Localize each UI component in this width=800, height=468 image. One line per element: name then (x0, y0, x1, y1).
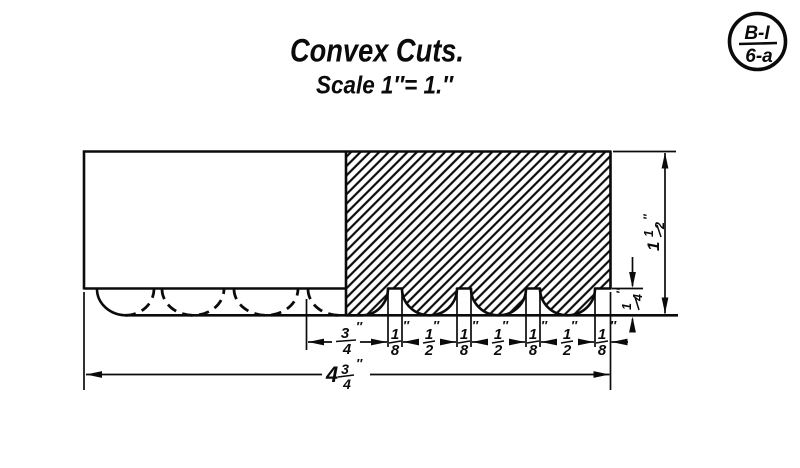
svg-text:1: 1 (563, 326, 571, 343)
svg-text:Convex Cuts.: Convex Cuts. (290, 33, 464, 69)
svg-text:″: ″ (614, 287, 628, 294)
svg-text:″: ″ (502, 318, 509, 333)
svg-text:″: ″ (356, 319, 363, 334)
svg-text:3: 3 (341, 325, 350, 342)
svg-text:6-a: 6-a (745, 46, 773, 67)
svg-text:″: ″ (641, 213, 655, 220)
svg-text:″: ″ (610, 318, 617, 333)
svg-text:″: ″ (356, 356, 363, 371)
svg-text:Scale 1″= 1.″: Scale 1″= 1.″ (316, 72, 454, 100)
svg-text:1: 1 (644, 242, 663, 251)
svg-text:4: 4 (631, 294, 645, 302)
svg-text:″: ″ (403, 318, 410, 333)
svg-text:B-I: B-I (744, 23, 770, 44)
svg-text:1: 1 (391, 326, 399, 343)
svg-text:2: 2 (424, 342, 434, 359)
svg-text:1: 1 (620, 303, 634, 310)
svg-text:4: 4 (325, 362, 338, 387)
svg-text:3: 3 (341, 361, 349, 377)
svg-text:″: ″ (571, 318, 578, 333)
svg-text:1: 1 (494, 326, 502, 343)
svg-text:2: 2 (562, 342, 572, 359)
svg-text:1: 1 (642, 230, 656, 237)
svg-text:4: 4 (342, 376, 351, 392)
svg-text:4: 4 (342, 341, 352, 358)
svg-text:2: 2 (493, 342, 503, 359)
svg-text:″: ″ (541, 318, 548, 333)
svg-text:1: 1 (529, 326, 537, 343)
svg-text:1: 1 (425, 326, 433, 343)
svg-text:8: 8 (598, 342, 607, 359)
svg-text:8: 8 (460, 342, 469, 359)
svg-text:1: 1 (598, 326, 606, 343)
svg-text:2: 2 (653, 222, 667, 230)
svg-text:1: 1 (460, 326, 468, 343)
svg-text:8: 8 (529, 342, 538, 359)
svg-text:8: 8 (391, 342, 400, 359)
svg-text:″: ″ (472, 318, 479, 333)
svg-text:″: ″ (433, 318, 440, 333)
